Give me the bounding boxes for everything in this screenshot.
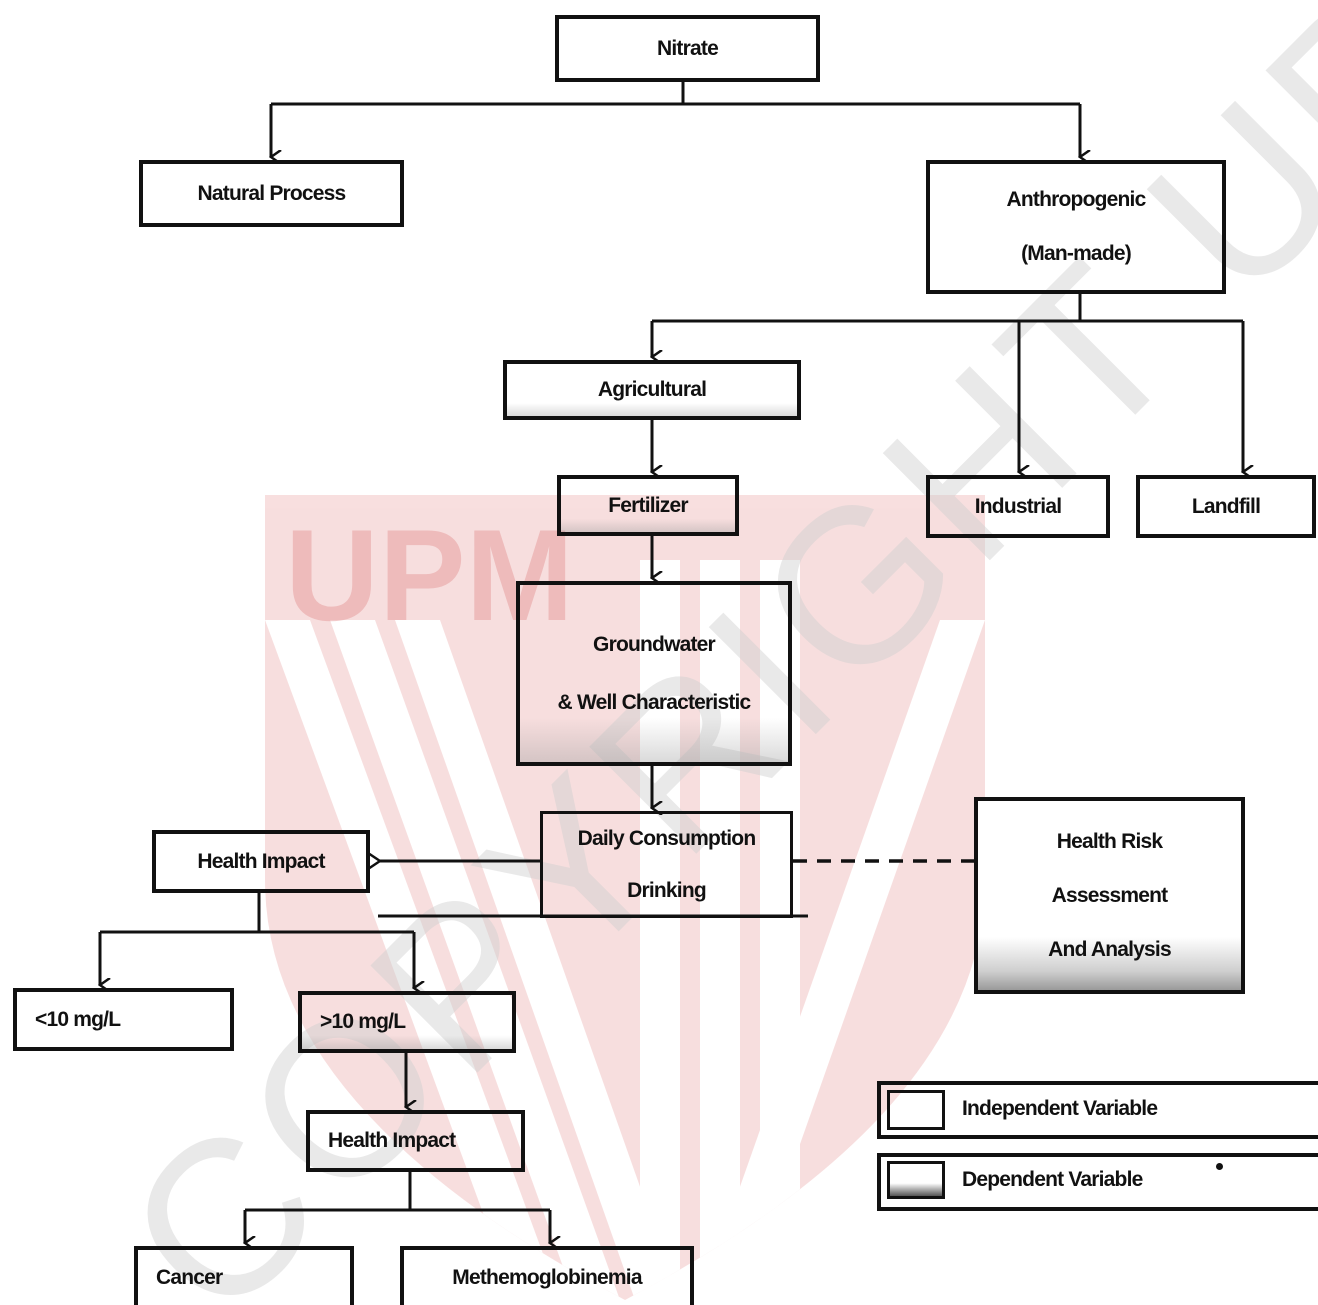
health-risk-label: Health Risk <box>1056 829 1163 853</box>
agricultural-label: Agricultural <box>597 378 707 401</box>
groundwater-label: Groundwater <box>593 632 716 656</box>
less-than-10-box: <10 mg/L <box>13 988 234 1051</box>
natural-process-label: Natural Process <box>197 181 347 205</box>
less-than-10-label: <10 mg/L <box>35 1007 121 1031</box>
cancer-box: Cancer <box>134 1246 354 1305</box>
drinking-label: Drinking <box>627 878 707 902</box>
assessment-label: Assessment <box>1051 883 1169 907</box>
groundwater-box: Groundwater & Well Characteristic <box>516 581 792 766</box>
legend-independent-row <box>877 1081 1318 1139</box>
greater-than-10-box: >10 mg/L <box>298 991 516 1053</box>
nitrate-label: Nitrate <box>657 36 719 60</box>
cancer-label: Cancer <box>156 1265 223 1289</box>
fertilizer-label: Fertilizer <box>608 493 688 517</box>
fertilizer-box: Fertilizer <box>557 475 739 536</box>
dependent-swatch <box>887 1161 945 1199</box>
dot-mark <box>1216 1163 1223 1170</box>
and-analysis-label: And Analysis <box>1048 937 1171 961</box>
industrial-label: Industrial <box>974 494 1062 518</box>
well-characteristic-label: & Well Characteristic <box>557 690 752 714</box>
legend-dependent-row <box>877 1153 1318 1211</box>
dependent-variable-label: Dependent Variable <box>962 1168 1143 1191</box>
natural-process-box: Natural Process <box>139 160 404 227</box>
health-impact-box: Health Impact <box>152 830 370 893</box>
anthropogenic-label: Anthropogenic <box>1006 188 1147 211</box>
anthropogenic-box: Anthropogenic (Man-made) <box>926 160 1226 294</box>
landfill-box: Landfill <box>1136 475 1316 538</box>
health-impact-2-label: Health Impact <box>328 1129 456 1152</box>
methemoglobinemia-label: Methemoglobinemia <box>452 1265 642 1289</box>
agricultural-box: Agricultural <box>503 360 801 420</box>
nitrate-box: Nitrate <box>555 15 820 82</box>
daily-consumption-box: Daily Consumption Drinking <box>540 811 793 918</box>
independent-variable-label: Independent Variable <box>962 1097 1158 1120</box>
health-impact-label: Health Impact <box>197 849 325 873</box>
industrial-box: Industrial <box>926 475 1110 538</box>
independent-swatch <box>887 1090 945 1130</box>
methemoglobinemia-box: Methemoglobinemia <box>400 1246 694 1305</box>
health-impact-2-box: Health Impact <box>306 1110 525 1172</box>
man-made-label: (Man-made) <box>1021 242 1132 265</box>
daily-consumption-label: Daily Consumption <box>577 826 757 850</box>
landfill-label: Landfill <box>1191 494 1261 518</box>
greater-than-10-label: >10 mg/L <box>320 1010 406 1033</box>
health-risk-assessment-box: Health Risk Assessment And Analysis <box>974 797 1245 994</box>
